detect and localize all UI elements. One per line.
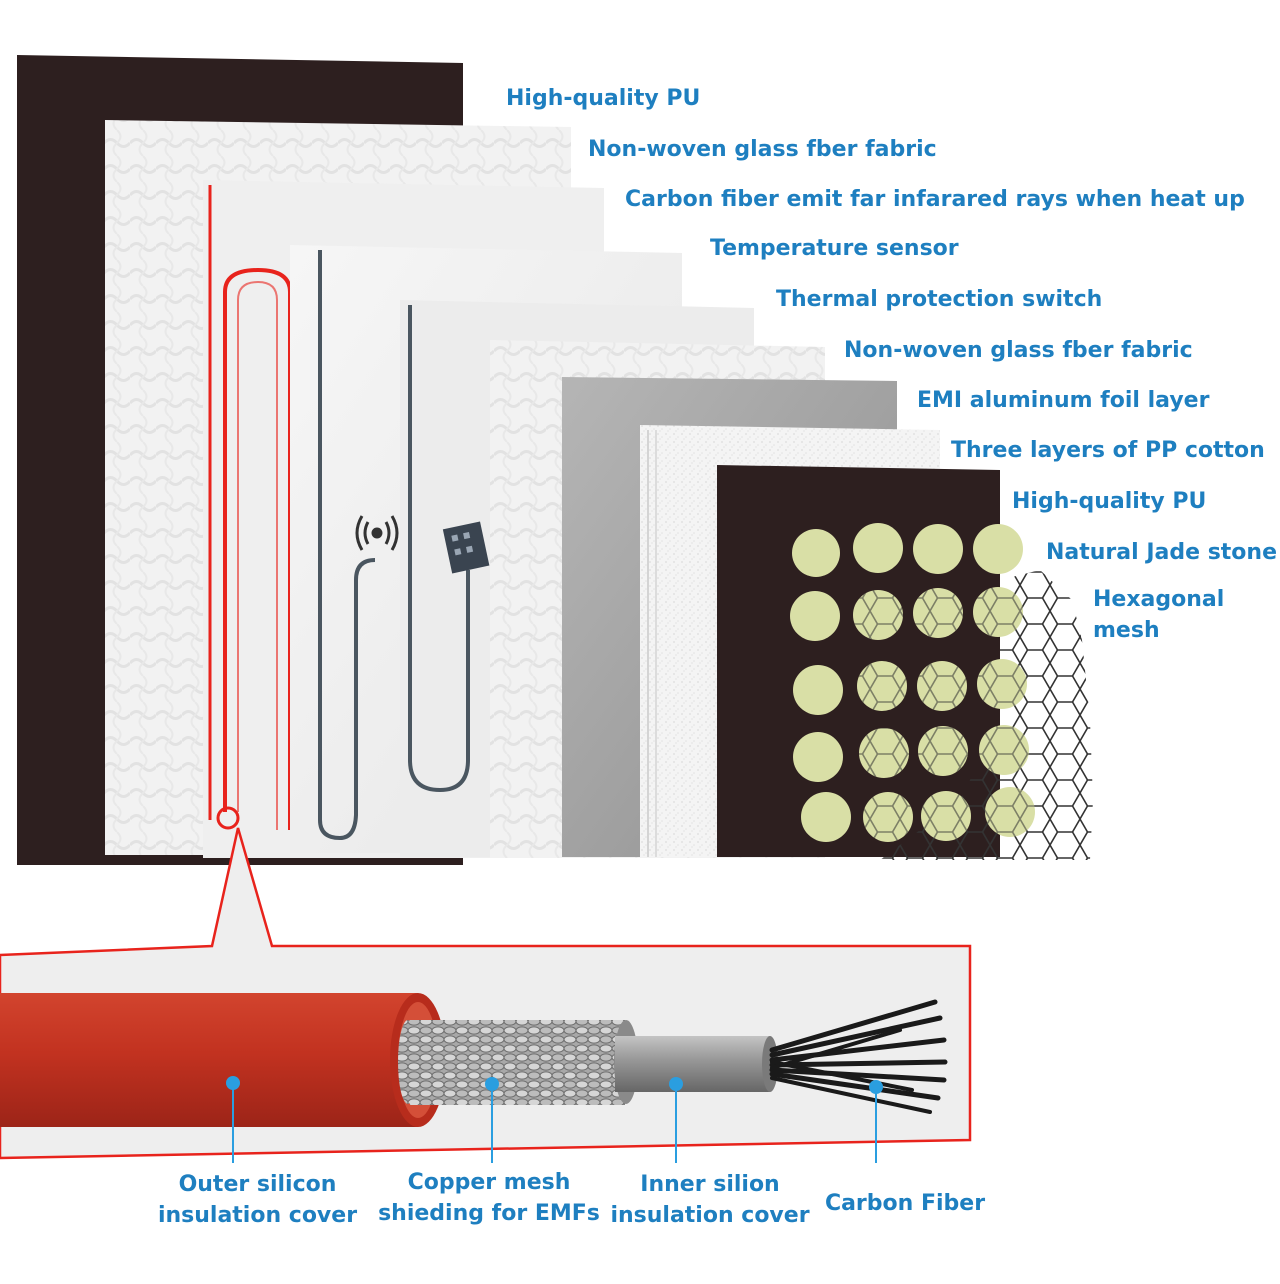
- jade-mesh-overlay: [853, 587, 1035, 842]
- label-outer-silicon-line1: Outer silicon: [178, 1172, 337, 1197]
- label-pp-cotton: Three layers of PP cotton: [951, 438, 1265, 463]
- cable-carbon-core: [769, 999, 948, 1114]
- cable-copper-mesh: [410, 1020, 625, 1105]
- jade-stone: [790, 591, 840, 641]
- label-carbon-fiber: Carbon fiber emit far infarared rays whe…: [625, 187, 1245, 212]
- sensor-signal-icon: [355, 515, 399, 551]
- jade-stone: [913, 524, 963, 574]
- heating-cable: [0, 993, 948, 1127]
- layer-hex-mesh: [880, 570, 1093, 860]
- leader-dot: [226, 1076, 240, 1090]
- label-inner-silicon: Inner silion insulation cover: [600, 1170, 820, 1232]
- jade-stone: [801, 792, 851, 842]
- label-outer-silicon: Outer silicon insulation cover: [140, 1170, 375, 1232]
- label-hex-mesh: Hexagonal mesh: [1093, 587, 1225, 643]
- label-thermal-switch: Thermal protection switch: [776, 287, 1103, 312]
- label-jade: Natural Jade stone: [1046, 540, 1277, 565]
- leader-dot: [485, 1077, 499, 1091]
- cable-outer-silicon: [0, 993, 418, 1127]
- label-inner-silicon-line2: insulation cover: [610, 1202, 810, 1228]
- heating-wire-inner: [237, 280, 278, 830]
- label-glass-fiber-1: Non-woven glass fber fabric: [588, 137, 937, 162]
- label-pu-back: High-quality PU: [506, 86, 701, 111]
- wire-focus-circle: [216, 806, 240, 830]
- label-glass-fiber-2: Non-woven glass fber fabric: [844, 338, 1193, 363]
- label-copper-mesh-line2: shieding for EMFs: [378, 1200, 600, 1226]
- label-emi-foil: EMI aluminum foil layer: [917, 388, 1210, 413]
- label-temp-sensor: Temperature sensor: [710, 236, 959, 261]
- switch-wire: [408, 305, 470, 793]
- jade-stone: [853, 523, 903, 573]
- jade-stone: [792, 529, 840, 577]
- cable-inner-silicon: [615, 1036, 770, 1092]
- sensor-wire: [318, 250, 376, 841]
- label-carbon-core: Carbon Fiber: [810, 1189, 1000, 1220]
- label-copper-mesh-line1: Copper mesh: [407, 1170, 571, 1195]
- label-pu-front: High-quality PU: [1012, 489, 1207, 514]
- heating-wire-loop: [223, 267, 292, 830]
- label-carbon-core-line1: Carbon Fiber: [824, 1191, 986, 1216]
- jade-stone: [793, 665, 843, 715]
- label-copper-mesh: Copper mesh shieding for EMFs: [375, 1168, 603, 1230]
- label-outer-silicon-line2: insulation cover: [157, 1202, 358, 1228]
- cable-leaders: [226, 1076, 883, 1163]
- label-inner-silicon-line1: Inner silion: [640, 1172, 780, 1197]
- leader-dot: [669, 1077, 683, 1091]
- jade-stone: [793, 732, 843, 782]
- leader-dot: [869, 1080, 883, 1094]
- jade-stone: [973, 524, 1023, 574]
